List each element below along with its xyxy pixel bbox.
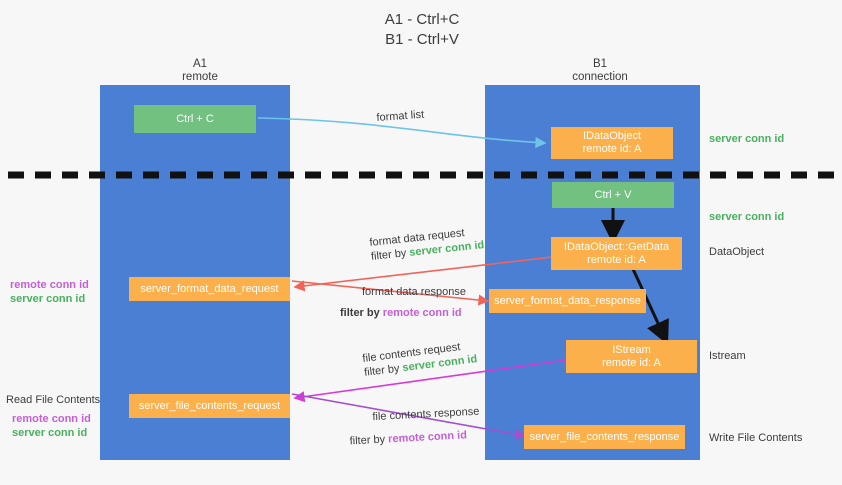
title-line-2: B1 - Ctrl+V [385, 31, 459, 48]
annotation-server-conn-id-top: server conn id [709, 133, 785, 145]
annotation-bottom-conn-ids: remote conn id server conn id [12, 412, 91, 440]
box-getdata[interactable]: IDataObject::GetData remote id: A [551, 237, 682, 270]
box-idataobject-line2: remote id: A [582, 143, 642, 155]
lane-b1-name: B1 [592, 58, 608, 70]
annotation-read-file-contents: Read File Contents [6, 394, 101, 406]
label-format-data-response: format data response [362, 286, 466, 298]
page-title: A1 - Ctrl+C B1 - Ctrl+V [282, 10, 562, 50]
box-istream[interactable]: IStream remote id: A [566, 340, 697, 373]
arrow-format-data-request [293, 256, 553, 292]
box-server-file-contents-request[interactable]: server_file_contents_request [129, 394, 290, 418]
filter-prefix: filter by [370, 246, 410, 263]
annotation-write-file-contents: Write File Contents [709, 432, 803, 444]
annotation-server-conn-id-mid: server conn id [709, 211, 785, 223]
arrow-file-contents-response [291, 393, 527, 440]
box-server-format-data-request[interactable]: server_format_data_request [129, 277, 290, 301]
box-ctrl-v-label: Ctrl + V [594, 188, 632, 201]
box-server-format-data-response-label: server_format_data_response [494, 294, 641, 307]
label-format-data-response-filter: filter by remote conn id [340, 306, 466, 320]
filter-prefix: filter by [349, 433, 389, 448]
box-istream-line1: IStream [612, 343, 651, 356]
annotation-bottom-remote-conn-id: remote conn id [12, 413, 91, 425]
box-server-format-data-request-label: server_format_data_request [140, 282, 279, 295]
box-server-format-data-response[interactable]: server_format_data_response [489, 289, 646, 313]
arrow-getdata-to-istream [631, 268, 669, 345]
box-ctrl-v[interactable]: Ctrl + V [552, 182, 674, 208]
arrow-format-data-response [291, 280, 490, 306]
label-file-contents-response-group: file contents response filter by remote … [348, 405, 481, 449]
box-getdata-line2: remote id: A [587, 253, 646, 266]
box-server-file-contents-response-label: server_file_contents_response [529, 430, 680, 443]
filter-prefix: filter by [340, 307, 383, 319]
label-format-data-response-group: format data response filter by remote co… [340, 285, 466, 320]
arrow-file-contents-request [293, 359, 567, 403]
box-server-file-contents-response[interactable]: server_file_contents_response [524, 425, 685, 449]
box-istream-line2: remote id: A [602, 356, 661, 369]
annotation-dataobject: DataObject [709, 246, 765, 258]
arrow-format-list [257, 117, 547, 149]
lane-header-a1: A1 remote [130, 58, 270, 84]
annotation-bottom-server-conn-id: server conn id [12, 427, 88, 439]
filter-value-remote-conn-id: remote conn id [382, 307, 462, 319]
lane-a1-role: remote [182, 71, 218, 83]
box-server-file-contents-request-label: server_file_contents_request [138, 399, 281, 412]
annotation-mid-conn-ids: remote conn id server conn id [10, 278, 89, 306]
box-idataobject-line1: IDataObject [582, 130, 642, 142]
lane-a1-name: A1 [192, 58, 208, 70]
annotation-mid-remote-conn-id: remote conn id [10, 279, 89, 291]
annotation-mid-server-conn-id: server conn id [10, 293, 86, 305]
box-ctrl-c[interactable]: Ctrl + C [134, 105, 256, 133]
title-line-1: A1 - Ctrl+C [384, 11, 460, 28]
box-idataobject[interactable]: IDataObject remote id: A [551, 127, 673, 159]
lane-b1-role: connection [572, 71, 628, 83]
annotation-istream: Istream [709, 350, 746, 362]
box-ctrl-c-label: Ctrl + C [176, 112, 214, 125]
box-getdata-line1: IDataObject::GetData [563, 240, 670, 253]
lane-header-b1: B1 connection [530, 58, 670, 84]
